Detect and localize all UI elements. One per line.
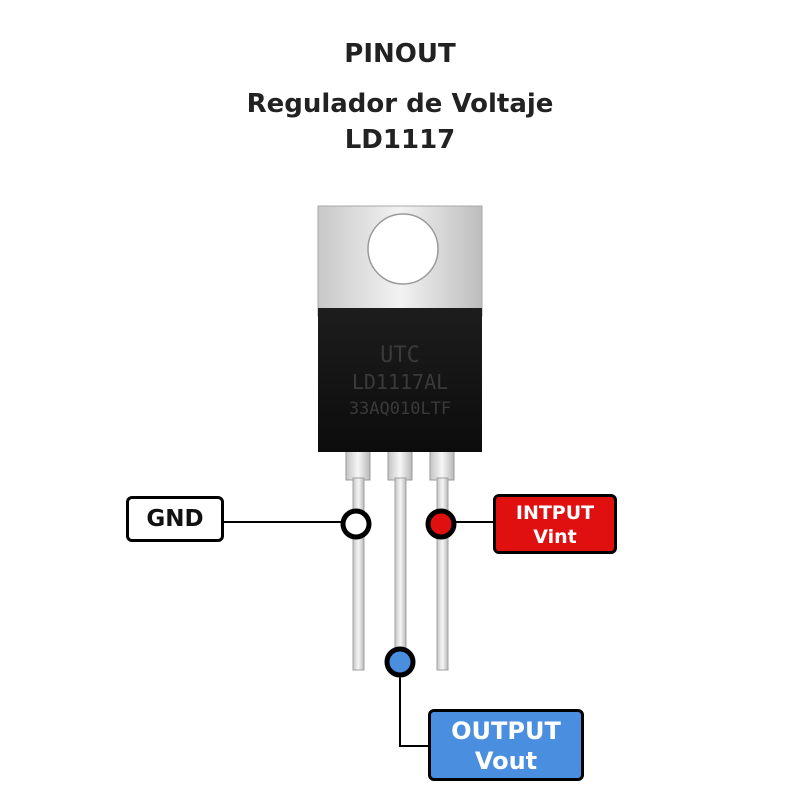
leg-left xyxy=(345,449,371,481)
chip-marking-3: 33AQ010LTF xyxy=(349,399,451,419)
gnd-label-box: GND xyxy=(126,496,224,542)
input-sublabel: Vint xyxy=(533,526,577,548)
input-label-box: INTPUT Vint xyxy=(493,494,617,554)
output-label-box: OUTPUT Vout xyxy=(428,709,584,781)
subtitle-line-2: LD1117 xyxy=(344,125,456,155)
gnd-pin-dot xyxy=(340,508,372,540)
page-title: PINOUT xyxy=(344,39,456,69)
output-label: OUTPUT xyxy=(451,717,561,745)
chip-marking-1: UTC xyxy=(380,343,420,368)
output-pin-dot xyxy=(384,646,416,678)
leg-right-lower xyxy=(436,477,449,671)
output-sublabel: Vout xyxy=(474,747,538,775)
output-connector-line xyxy=(399,676,428,747)
chip-legs xyxy=(345,449,455,671)
subtitle-line-1: Regulador de Voltaje xyxy=(246,89,554,119)
leg-left-lower xyxy=(352,477,365,671)
heatsink-tab xyxy=(317,205,483,317)
leg-middle-lower xyxy=(394,477,407,671)
chip-marking-2: LD1117AL xyxy=(352,370,448,394)
input-pin-dot xyxy=(425,508,457,540)
input-label: INTPUT xyxy=(515,502,595,524)
leg-right xyxy=(429,449,455,481)
leg-middle xyxy=(387,449,413,481)
gnd-label: GND xyxy=(146,506,204,532)
mounting-hole xyxy=(367,213,439,285)
chip-body: UTC LD1117AL 33AQ010LTF xyxy=(318,308,482,452)
